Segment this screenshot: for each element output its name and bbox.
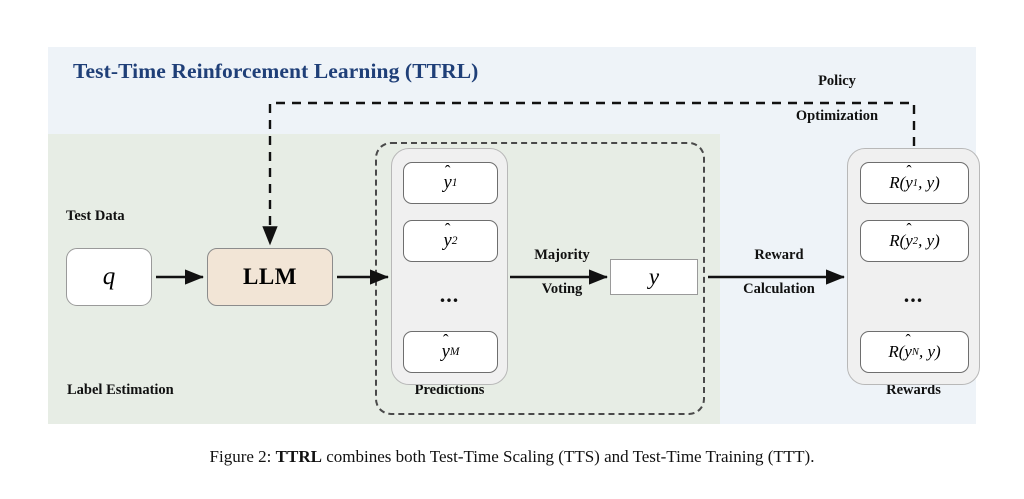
figure-caption: Figure 2: TTRL combines both Test-Time S… <box>0 447 1024 467</box>
hat-accent-icon: ̂ <box>905 221 913 239</box>
reward-prefix: R( <box>889 231 906 250</box>
rewards-ellipsis: ... <box>903 282 924 307</box>
node-query-box: q <box>66 248 152 306</box>
label-reward-calculation-line1: Reward <box>754 247 804 263</box>
prediction-symbol: ŷ <box>444 173 452 194</box>
label-majority-voting-line1: Majority <box>534 247 590 263</box>
predictions-group: ŷ1 ŷ2 ... ŷM <box>391 148 508 385</box>
reward-suffix: , y) <box>918 173 940 192</box>
label-predictions: Predictions <box>414 382 485 398</box>
reward-suffix: , y) <box>918 342 941 361</box>
reward-item: R(ŷN, y) <box>860 331 969 373</box>
node-query-label: q <box>102 263 116 290</box>
rewards-group: R(ŷ1, y) R(ŷ2, y) ... R(ŷN, y) <box>847 148 980 385</box>
hat-accent-icon: ̂ <box>905 163 913 181</box>
label-rewards: Rewards <box>886 382 941 398</box>
hat-accent-icon: ̂ <box>442 331 450 351</box>
reward-subscript: N <box>911 346 919 358</box>
figure-title: Test-Time Reinforcement Learning (TTRL) <box>73 59 479 83</box>
reward-symbol: ŷ <box>905 231 913 251</box>
reward-symbol: ŷ <box>904 342 912 362</box>
prediction-subscript: M <box>449 346 460 358</box>
label-policy-optimization-line1: Policy <box>818 73 856 89</box>
reward-prefix: R( <box>889 173 906 192</box>
label-test-data: Test Data <box>66 208 125 224</box>
hat-accent-icon: ̂ <box>444 220 452 240</box>
predictions-ellipsis: ... <box>439 282 460 307</box>
label-majority-voting-line2: Voting <box>541 281 583 297</box>
prediction-item: ŷ2 <box>403 220 498 262</box>
reward-subscript: 1 <box>912 177 919 189</box>
hat-accent-icon: ̂ <box>444 162 452 182</box>
reward-subscript: 2 <box>912 235 919 247</box>
node-llm-label: LLM <box>243 264 297 289</box>
figure-panel: Test-Time Reinforcement Learning (TTRL) … <box>48 47 980 424</box>
prediction-symbol: ŷ <box>442 342 450 363</box>
caption-bold-term: TTRL <box>275 447 322 466</box>
prediction-symbol: ŷ <box>444 231 452 252</box>
caption-prefix: Figure 2: <box>209 447 276 466</box>
reward-item: R(ŷ1, y) <box>860 162 969 204</box>
reward-prefix: R( <box>888 342 905 361</box>
reward-item: R(ŷ2, y) <box>860 220 969 262</box>
caption-rest: combines both Test-Time Scaling (TTS) an… <box>321 447 815 466</box>
node-answer-label: y <box>648 264 660 289</box>
label-label-estimation: Label Estimation <box>67 382 174 398</box>
prediction-item: ŷ1 <box>403 162 498 204</box>
reward-suffix: , y) <box>918 231 940 250</box>
prediction-subscript: 2 <box>451 235 458 247</box>
label-policy-optimization-line2: Optimization <box>795 108 879 124</box>
reward-symbol: ŷ <box>905 173 913 193</box>
hat-accent-icon: ̂ <box>904 332 912 350</box>
label-reward-calculation-line2: Calculation <box>743 281 815 297</box>
node-llm-box: LLM <box>207 248 333 306</box>
prediction-item: ŷM <box>403 331 498 373</box>
prediction-subscript: 1 <box>451 177 458 189</box>
node-answer-box: y <box>610 259 698 295</box>
